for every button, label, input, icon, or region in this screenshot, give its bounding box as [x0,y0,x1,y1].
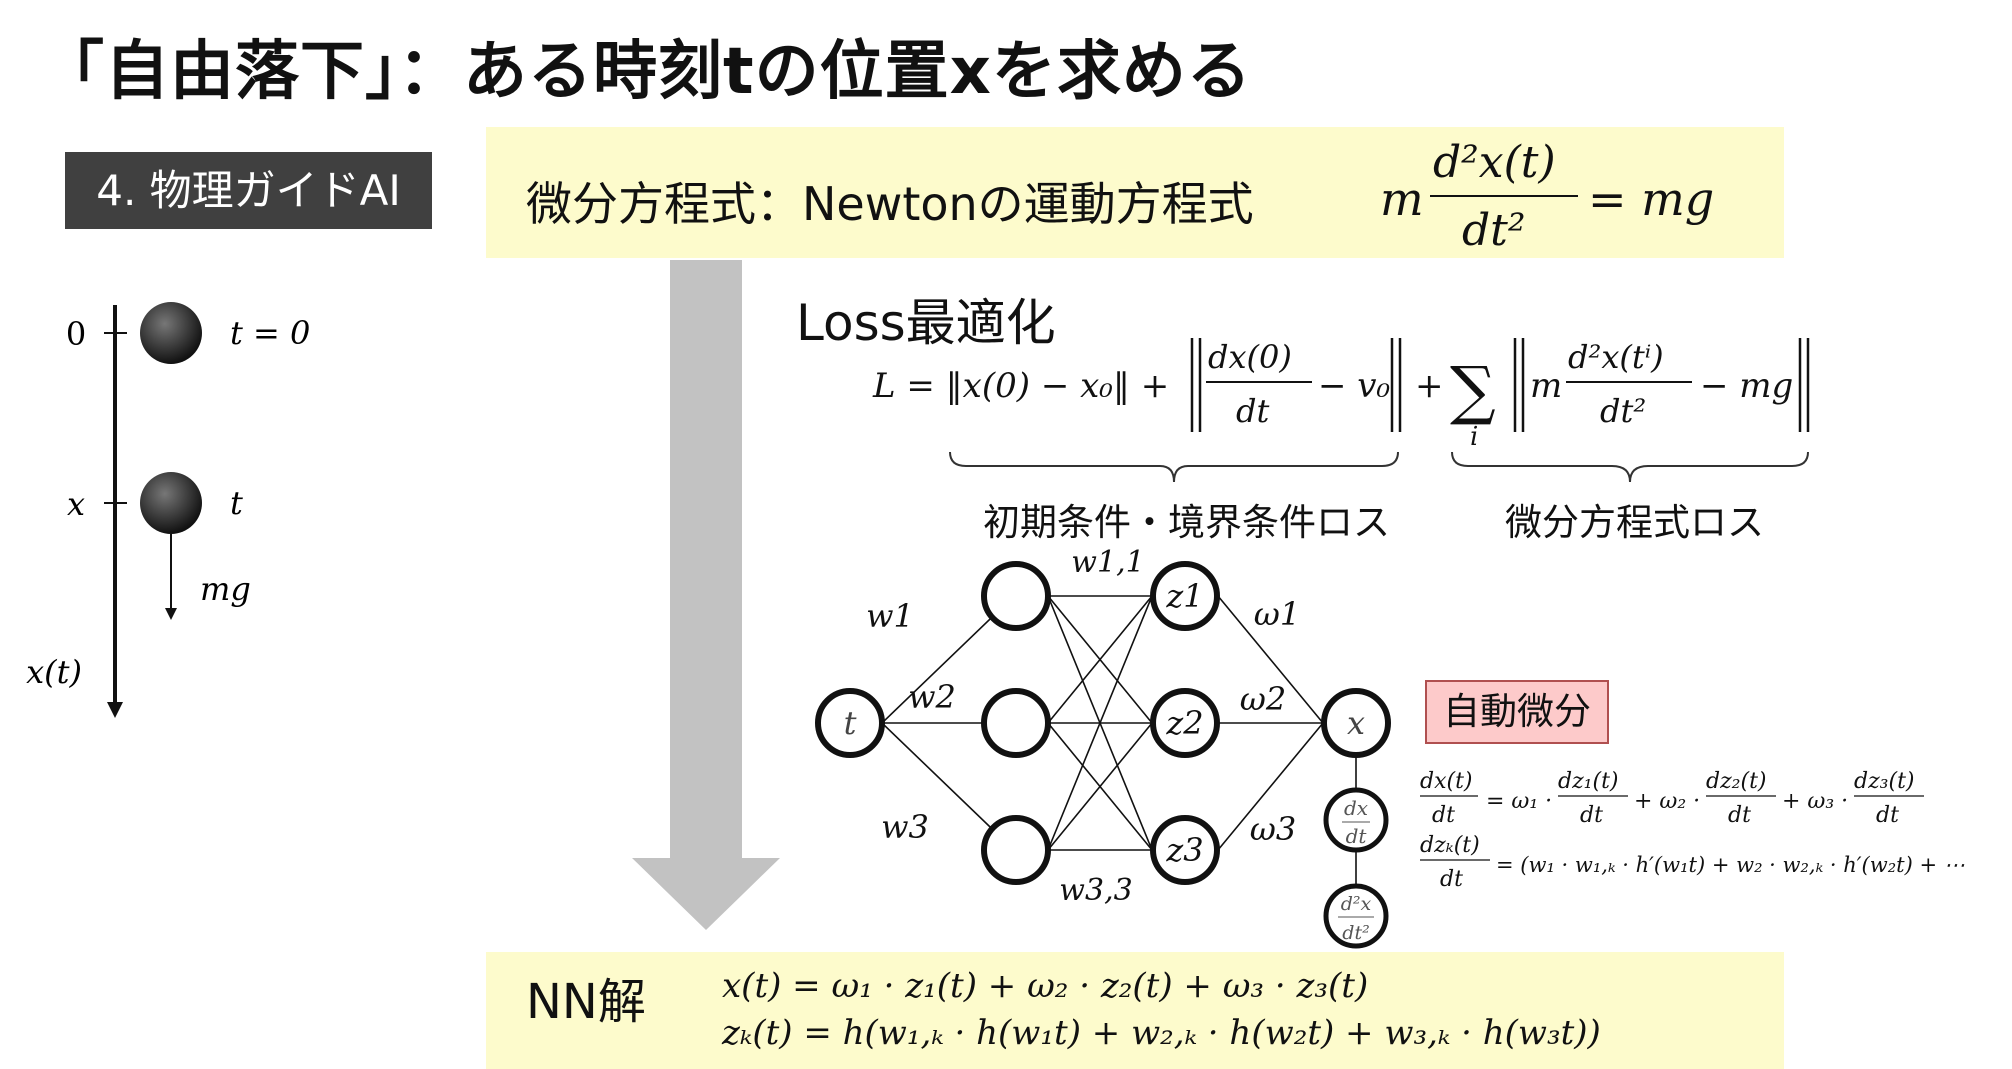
nn-solution-label: NN解 [526,974,646,1030]
w33-label: w3,3 [1059,873,1132,908]
ball-bottom [140,472,202,534]
svg-text:dt: dt [1346,824,1368,848]
output-label: x [1347,704,1365,742]
svg-text:dzₖ(t): dzₖ(t) [1420,833,1480,858]
node-output [1321,688,1391,758]
svg-text:dt²: dt² [1462,205,1526,256]
w2-label: w2 [908,678,956,716]
svg-text:= (w₁ · w₁,ₖ · h′(w₁t) + w₂ ·: = (w₁ · w₁,ₖ · h′(w₁t) + w₂ · w₂,ₖ · h′(… [1496,853,1965,877]
init-loss-label: 初期条件・境界条件ロス [983,501,1390,544]
svg-text:i: i [1470,422,1478,452]
svg-text:m: m [1530,366,1562,406]
ode-label: 微分方程式：Newtonの運動方程式 [526,177,1254,231]
svg-text:d²x(t): d²x(t) [1433,137,1556,188]
svg-text:∑: ∑ [1450,354,1496,428]
node-dxdt [1323,787,1389,853]
loss-title: Loss最適化 [796,294,1056,352]
svg-text:dt²: dt² [1600,392,1646,430]
ball-top [140,302,202,364]
node-z2 [1150,688,1220,758]
node-l1-2 [981,688,1051,758]
tick-0: 0 [66,315,86,353]
autodiff-formulas: dx(t) dt = ω₁ · dz₁(t) dt + ω₂ · dz₂(t) … [1420,769,1965,892]
z1-label: z1 [1165,577,1203,615]
force-arrow [165,608,177,620]
svg-text:+ ω₂ ·: + ω₂ · [1634,789,1700,814]
brace-init [949,451,1399,483]
w1-label: w1 [866,597,914,635]
svg-text:d²x(tⁱ): d²x(tⁱ) [1568,338,1664,376]
svg-text:dx: dx [1344,796,1368,820]
svg-text:zₖ(t) = h(w₁,ₖ · h(w₁t) + w₂,ₖ: zₖ(t) = h(w₁,ₖ · h(w₁t) + w₂,ₖ · h(w₂t) … [721,1013,1601,1053]
ode-loss-label: 微分方程式ロス [1505,501,1764,544]
section-badge: 4. 物理ガイドAI [65,152,432,229]
svg-text:dt: dt [1580,803,1603,828]
node-d2xdt2 [1323,883,1389,949]
svg-text:dt: dt [1728,803,1751,828]
svg-text:L = ‖x(0) − x₀‖ +: L = ‖x(0) − x₀‖ + [872,366,1169,406]
svg-text:dz₁(t): dz₁(t) [1558,769,1619,794]
svg-text:dt²: dt² [1342,922,1369,944]
loss-formula: L = ‖x(0) − x₀‖ + dx(0) dt − v₀ + ∑ i m … [872,338,1810,452]
svg-text:dx(0): dx(0) [1208,338,1292,376]
ode-formula: m d²x(t) dt² = mg [1380,137,1714,256]
free-fall-diagram: 0 x x(t) t = 0 t mg [26,302,310,718]
svg-text:dz₂(t): dz₂(t) [1706,769,1767,794]
nn-solution-formulas: x(t) = ω₁ · z₁(t) + ω₂ · z₂(t) + ω₃ · z₃… [721,966,1601,1053]
svg-text:dt: dt [1432,803,1455,828]
svg-text:= mg: = mg [1588,172,1714,226]
svg-text:+: + [1415,366,1444,406]
w11-label: w1,1 [1071,545,1144,580]
node-l1-1 [981,561,1051,631]
svg-text:dx(t): dx(t) [1420,769,1473,794]
nn-nodes [815,561,1391,949]
axis-label: x(t) [26,653,82,691]
svg-text:− v₀: − v₀ [1318,366,1391,406]
node-input [815,688,885,758]
z3-label: z3 [1165,831,1203,869]
tick-x: x [67,485,85,523]
nn-solution-box [486,952,1784,1069]
svg-text:dz₃(t): dz₃(t) [1854,769,1915,794]
ode-box [486,127,1784,258]
svg-text:= ω₁ ·: = ω₁ · [1486,789,1552,814]
omega2-label: ω2 [1240,680,1286,718]
svg-text:x(t) = ω₁ · z₁(t) + ω₂ · z₂(t): x(t) = ω₁ · z₁(t) + ω₂ · z₂(t) + ω₃ · z₃… [722,966,1368,1006]
svg-text:+ ω₃ ·: + ω₃ · [1782,789,1848,814]
svg-text:m: m [1380,172,1424,226]
svg-text:dt: dt [1876,803,1899,828]
w3-label: w3 [881,808,929,846]
z2-label: z2 [1165,704,1203,742]
omega3-label: ω3 [1250,810,1296,848]
input-label: t [844,704,857,742]
svg-text:dt: dt [1236,392,1269,430]
neural-network [881,595,1357,886]
node-z1 [1150,561,1220,631]
page-title: 「自由落下」：ある時刻tの位置xを求める [40,35,1252,109]
big-down-arrow [632,260,780,930]
mg-label: mg [200,570,251,608]
autodiff-label: 自動微分 [1425,680,1609,744]
brace-ode [1451,451,1809,483]
nn-labels: t x z1 z2 z3 w1 w2 w3 w1,1 w3,3 ω1 ω2 ω3… [844,545,1374,944]
node-z3 [1150,815,1220,885]
node-l1-3 [981,815,1051,885]
svg-text:− mg: − mg [1700,366,1793,406]
t-label: t [230,484,243,522]
svg-text:d²x: d²x [1341,893,1372,915]
omega1-label: ω1 [1254,595,1300,633]
t0-label: t = 0 [230,314,310,352]
svg-text:dt: dt [1440,867,1463,892]
